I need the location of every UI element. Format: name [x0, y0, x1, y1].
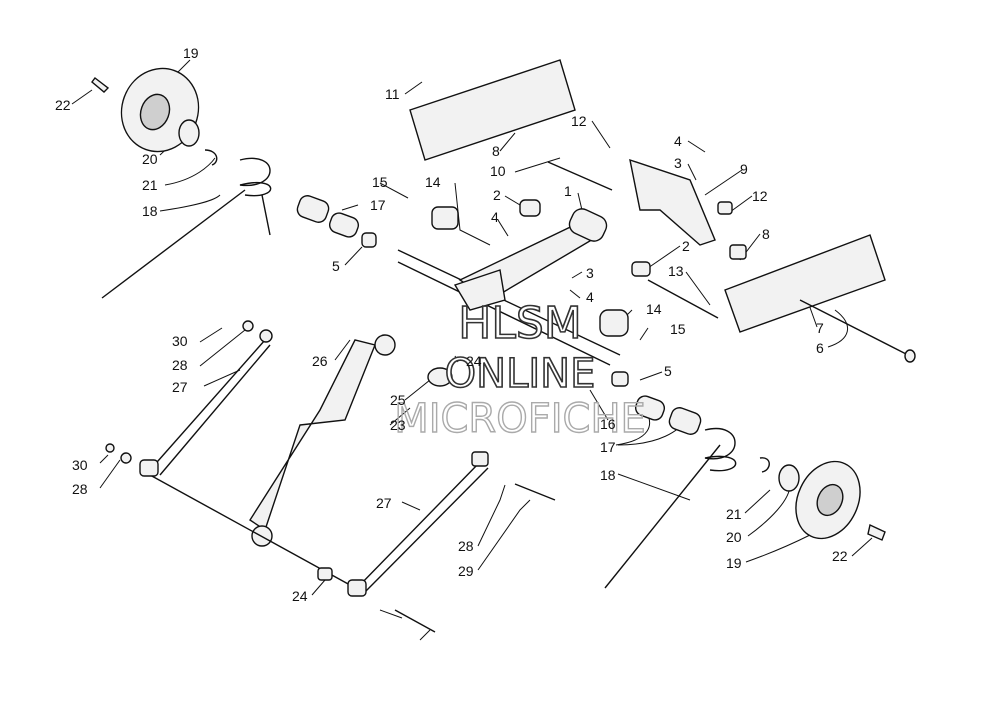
callout-28: 28: [172, 357, 188, 373]
callout-3: 3: [586, 265, 594, 281]
torsion-spring-left: [239, 157, 272, 197]
callout-2: 2: [682, 238, 690, 254]
callout-29: 29: [458, 563, 474, 579]
callout-23: 23: [390, 417, 406, 433]
callout-5: 5: [664, 363, 672, 379]
callout-5: 5: [332, 258, 340, 274]
callout-17: 17: [600, 439, 616, 455]
spring-arm-left: [101, 189, 246, 299]
callout-1: 1: [564, 183, 572, 199]
callout-13: 13: [668, 263, 684, 279]
callout-19: 19: [183, 45, 199, 61]
callout-6: 6: [816, 340, 824, 356]
callout-21: 21: [726, 506, 742, 522]
callout-30: 30: [72, 457, 88, 473]
bearing-right: [778, 464, 800, 492]
callout-10: 10: [490, 163, 506, 179]
callout-24: 24: [466, 353, 482, 369]
callout-labels: 19 22 20 21 18 11 8 10 12 4 3 9 12 15 14…: [55, 45, 848, 604]
callout-4: 4: [674, 133, 682, 149]
callout-4: 4: [586, 289, 594, 305]
callout-14: 14: [425, 174, 441, 190]
callout-15: 15: [372, 174, 388, 190]
callout-18: 18: [600, 467, 616, 483]
callout-3: 3: [674, 155, 682, 171]
callout-4: 4: [491, 209, 499, 225]
link-rod-left: [149, 339, 266, 471]
callout-19: 19: [726, 555, 742, 571]
snap-ring-right: [759, 457, 770, 473]
callout-8: 8: [762, 226, 770, 242]
callout-15: 15: [670, 321, 686, 337]
watermark-line2: ONLINE: [445, 351, 596, 397]
rail-lower: [724, 234, 886, 333]
rail-upper: [409, 59, 576, 161]
callout-17: 17: [370, 197, 386, 213]
callout-9: 9: [740, 161, 748, 177]
callout-14: 14: [646, 301, 662, 317]
callout-30: 30: [172, 333, 188, 349]
snap-ring-left: [204, 149, 218, 166]
spring-arm-right: [604, 444, 721, 589]
callout-22: 22: [832, 548, 848, 564]
callout-16: 16: [600, 416, 616, 432]
watermark-line1: HLSM: [458, 298, 582, 349]
callout-22: 22: [55, 97, 71, 113]
bolt-22-right: [867, 523, 886, 541]
callout-11: 11: [385, 86, 400, 102]
callout-28: 28: [458, 538, 474, 554]
callout-27: 27: [376, 495, 392, 511]
callout-18: 18: [142, 203, 158, 219]
bolt-22-left: [91, 77, 110, 93]
callout-8: 8: [492, 143, 500, 159]
callout-25: 25: [390, 392, 406, 408]
callout-20: 20: [726, 529, 742, 545]
callout-20: 20: [142, 151, 158, 167]
callout-2: 2: [493, 187, 501, 203]
callout-7: 7: [816, 320, 824, 336]
parts: [91, 59, 916, 633]
watermark: HLSM ONLINE MICROFICHE: [393, 297, 646, 443]
bracket-9: [629, 158, 716, 246]
torsion-spring-right: [704, 427, 737, 472]
callout-26: 26: [312, 353, 328, 369]
callout-21: 21: [142, 177, 158, 193]
callout-12: 12: [752, 188, 768, 204]
callout-27: 27: [172, 379, 188, 395]
callout-24: 24: [292, 588, 308, 604]
watermark-line3: MICROFICHE: [394, 396, 646, 442]
callout-28: 28: [72, 481, 88, 497]
link-rod-right: [354, 461, 481, 591]
callout-12: 12: [571, 113, 587, 129]
bearing-left: [178, 119, 200, 147]
